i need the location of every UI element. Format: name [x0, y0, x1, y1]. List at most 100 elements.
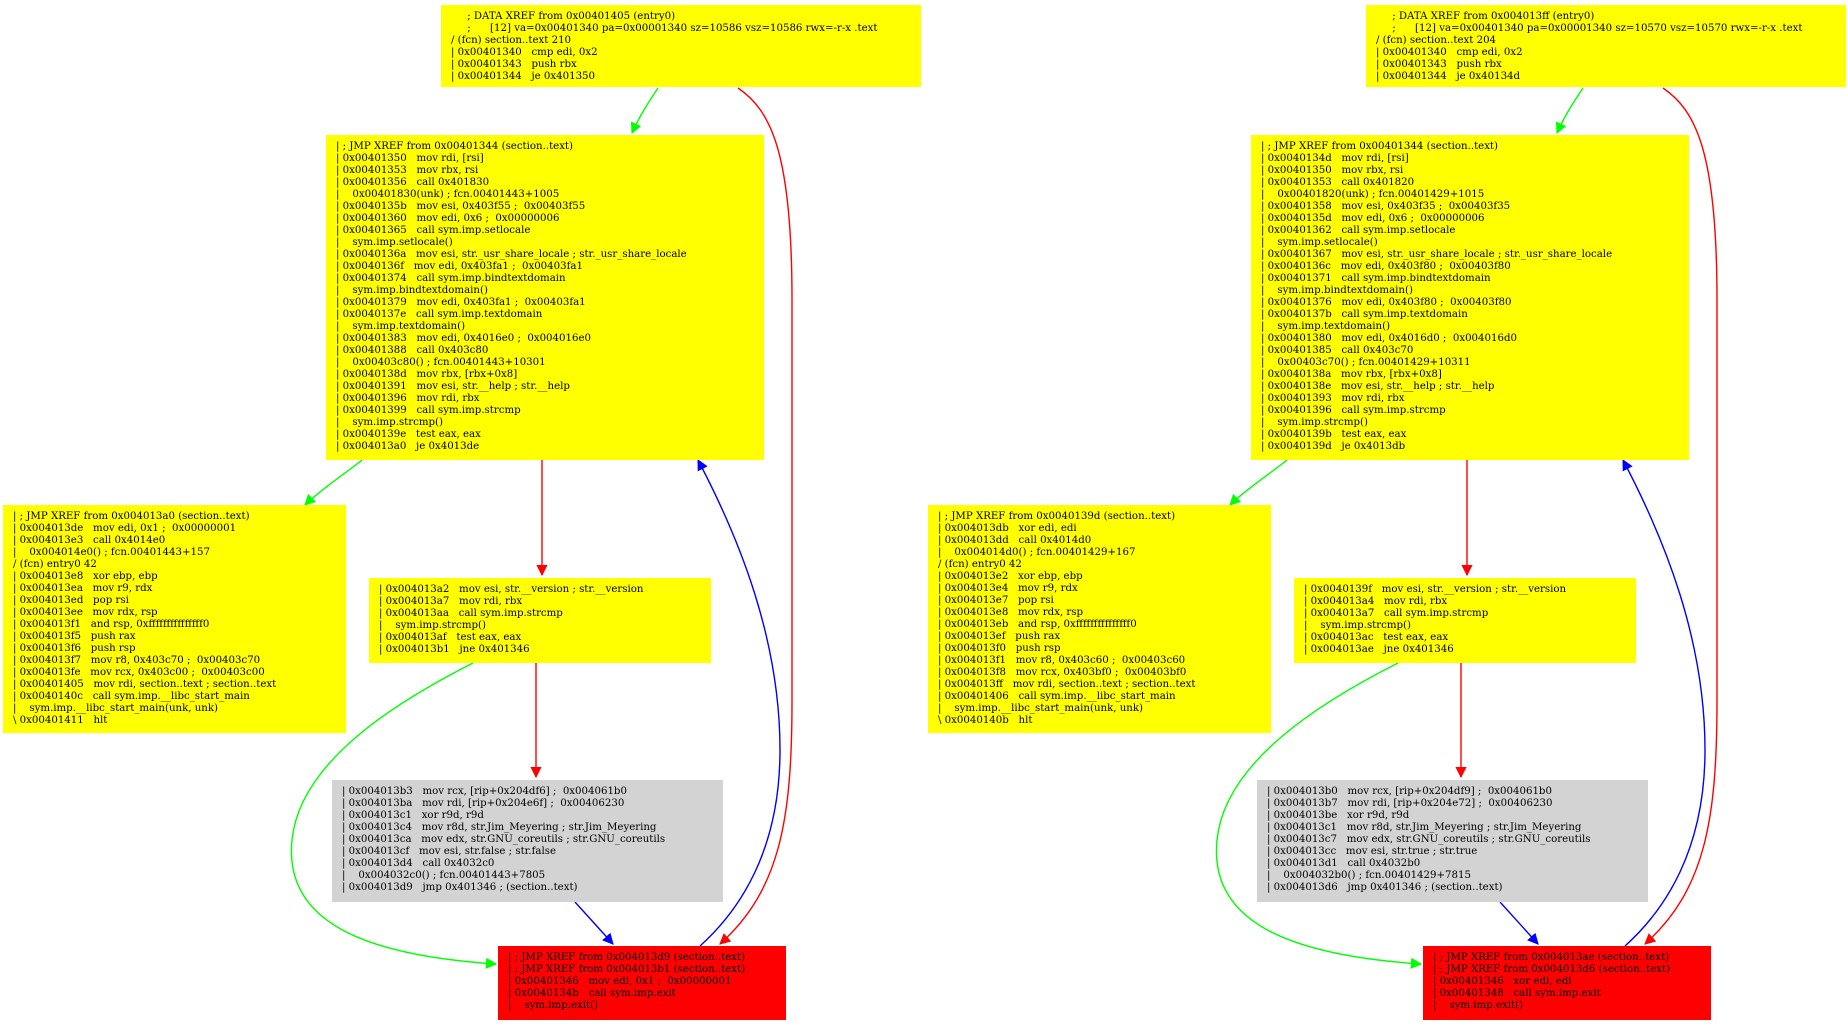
asm-line: | 0x0040135d mov edi, 0x6 ; 0x00000006: [1261, 213, 1485, 224]
asm-line: | sym.imp.strcmp(): [336, 417, 443, 428]
asm-line: | 0x004014e0() ; fcn.00401443+157: [13, 547, 210, 558]
block-exit-g2[interactable]: | ; JMP XREF from 0x004013ae (section..t…: [1423, 946, 1711, 1020]
block-ver_print-g2[interactable]: | 0x004013b0 mov rcx, [rip+0x204df9] ; 0…: [1257, 780, 1648, 902]
asm-line: / (fcn) entry0 42: [938, 559, 1022, 570]
edge-version-to-exit-g1: [290, 662, 498, 969]
edge-version-to-exit-g2: [1215, 662, 1423, 969]
asm-line: | 0x0040136c mov edi, 0x403f80 ; 0x00403…: [1261, 261, 1511, 272]
asm-line: | 0x0040136f mov edi, 0x403fa1 ; 0x00403…: [336, 261, 583, 272]
asm-line: | 0x004013b7 mov rdi, [rip+0x204e72] ; 0…: [1267, 798, 1553, 809]
asm-line: | 0x0040139b test eax, eax: [1261, 429, 1407, 440]
asm-line: | 0x00401346 mov edi, 0x1 ; 0x00000001: [508, 976, 732, 987]
asm-line: | 0x004013f5 push rax: [13, 631, 136, 642]
asm-line: | sym.imp.textdomain(): [336, 321, 466, 332]
asm-line: | 0x00401830(unk) ; fcn.00401443+1005: [336, 189, 560, 200]
asm-line: | 0x004013b0 mov rcx, [rip+0x204df9] ; 0…: [1267, 786, 1552, 797]
edge-entry-to-main-g1: [630, 87, 659, 135]
asm-line: | 0x00401340 cmp edi, 0x2: [451, 47, 598, 58]
asm-line: | 0x004013de mov edi, 0x1 ; 0x00000001: [13, 523, 237, 534]
asm-line: | sym.imp.bindtextdomain(): [1261, 285, 1413, 296]
edge-ver_print-to-exit-g1: [574, 901, 614, 945]
asm-line: | 0x004013a0 je 0x4013de: [336, 441, 480, 452]
asm-line: | 0x004013fe mov rcx, 0x403c00 ; 0x00403…: [13, 667, 265, 678]
block-version-g2[interactable]: | 0x0040139f mov esi, str.__version ; st…: [1294, 578, 1636, 663]
edge-main-to-help-g1: [304, 459, 363, 506]
asm-line: | sym.imp.exit(): [508, 1000, 599, 1011]
block-help-g1[interactable]: | ; JMP XREF from 0x004013a0 (section..t…: [3, 505, 346, 733]
asm-line: | 0x00401374 call sym.imp.bindtextdomain: [336, 273, 566, 284]
asm-line: | sym.imp.exit(): [1433, 1000, 1524, 1011]
asm-line: | 0x004013a2 mov esi, str.__version ; st…: [379, 584, 644, 595]
asm-line: | 0x004013e7 pop rsi: [938, 595, 1054, 606]
asm-line: | 0x00401385 call 0x403c70: [1261, 345, 1414, 356]
asm-line: | 0x004013e3 call 0x4014e0: [13, 535, 166, 546]
asm-line: | ; JMP XREF from 0x004013a0 (section..t…: [13, 511, 250, 522]
asm-line: | 0x00401388 call 0x403c80: [336, 345, 489, 356]
asm-line: | 0x004013ba mov rdi, [rip+0x204e6f] ; 0…: [342, 798, 625, 809]
asm-line: | 0x0040138a mov rbx, [rbx+0x8]: [1261, 369, 1442, 380]
asm-line: | 0x004013cc mov esi, str.true ; str.tru…: [1267, 846, 1478, 857]
asm-line: / (fcn) section..text 210: [451, 35, 572, 46]
asm-line: | 0x004013b1 jne 0x401346: [379, 644, 530, 655]
edge-ver_print-to-exit-g2: [1499, 901, 1539, 945]
asm-line: ; [12] va=0x00401340 pa=0x00001340 sz=10…: [1376, 23, 1803, 34]
asm-line: | 0x004032b0() ; fcn.00401429+7815: [1267, 870, 1471, 881]
asm-line: | 0x0040137e call sym.imp.textdomain: [336, 309, 543, 320]
block-exit-g1[interactable]: | ; JMP XREF from 0x004013d9 (section..t…: [498, 946, 786, 1020]
asm-line: | 0x00401358 mov esi, 0x403f35 ; 0x00403…: [1261, 201, 1511, 212]
asm-line: | 0x004032c0() ; fcn.00401443+7805: [342, 870, 546, 881]
asm-line: ; [12] va=0x00401340 pa=0x00001340 sz=10…: [451, 23, 878, 34]
asm-line: | 0x00401348 call sym.imp.exit: [1433, 988, 1601, 999]
asm-line: | 0x00401393 mov rdi, rbx: [1261, 393, 1405, 404]
asm-line: | 0x00401340 cmp edi, 0x2: [1376, 47, 1523, 58]
asm-line: | 0x004013c4 mov r8d, str.Jim_Meyering ;…: [342, 822, 657, 833]
edge-entry-to-exit-g1: [719, 87, 793, 945]
asm-line: | 0x00401365 call sym.imp.setlocale: [336, 225, 531, 236]
asm-line: | 0x004013d4 call 0x4032c0: [342, 858, 495, 869]
asm-line: | ; JMP XREF from 0x00401344 (section..t…: [1261, 141, 1499, 152]
block-entry-g1[interactable]: ; DATA XREF from 0x00401405 (entry0) ; […: [441, 5, 921, 87]
asm-line: | sym.imp.strcmp(): [1304, 620, 1411, 631]
asm-line: | sym.imp.__libc_start_main(unk, unk): [938, 703, 1143, 714]
asm-line: | 0x0040139e test eax, eax: [336, 429, 481, 440]
asm-line: | 0x004013ae jne 0x401346: [1304, 644, 1454, 655]
block-ver_print-g1[interactable]: | 0x004013b3 mov rcx, [rip+0x204df6] ; 0…: [332, 780, 723, 902]
edge-exit-to-main-g1: [697, 459, 781, 947]
asm-line: | 0x00401350 mov rbx, rsi: [1261, 165, 1404, 176]
asm-line: | sym.imp.setlocale(): [1261, 237, 1378, 248]
asm-line: | 0x0040140c call sym.imp.__libc_start_m…: [13, 691, 250, 702]
asm-line: | 0x004013f0 push rsp: [938, 643, 1061, 654]
block-help-g2[interactable]: | ; JMP XREF from 0x0040139d (section..t…: [928, 505, 1271, 733]
asm-line: | sym.imp.strcmp(): [1261, 417, 1368, 428]
edge-main-to-help-g2: [1229, 459, 1288, 506]
asm-line: | 0x004013cf mov esi, str.false ; str.fa…: [342, 846, 557, 857]
asm-line: | sym.imp.__libc_start_main(unk, unk): [13, 703, 218, 714]
asm-line: | 0x004013db xor edi, edi: [938, 523, 1077, 534]
asm-line: | ; JMP XREF from 0x004013b1 (section..t…: [508, 964, 746, 975]
asm-line: | sym.imp.strcmp(): [379, 620, 486, 631]
asm-line: | 0x004013ee mov rdx, rsp: [13, 607, 158, 618]
edge-entry-to-exit-g2: [1644, 87, 1718, 945]
asm-line: | 0x00401344 je 0x401350: [451, 71, 596, 82]
asm-line: | 0x004013eb and rsp, 0xfffffffffffffff0: [938, 619, 1137, 630]
asm-line: | 0x00401379 mov edi, 0x403fa1 ; 0x00403…: [336, 297, 586, 308]
asm-line: | 0x0040137b call sym.imp.textdomain: [1261, 309, 1468, 320]
asm-line: | 0x00403c70() ; fcn.00401429+10311: [1261, 357, 1471, 368]
asm-line: | 0x004013dd call 0x4014d0: [938, 535, 1092, 546]
asm-line: | 0x004013c1 xor r9d, r9d: [342, 810, 484, 821]
asm-line: | 0x0040134d mov rdi, [rsi]: [1261, 153, 1409, 164]
asm-line: | 0x00401371 call sym.imp.bindtextdomain: [1261, 273, 1491, 284]
block-entry-g2[interactable]: ; DATA XREF from 0x004013ff (entry0) ; […: [1366, 5, 1846, 87]
asm-line: | 0x004013e8 xor ebp, ebp: [13, 571, 158, 582]
asm-line: | 0x0040138e mov esi, str.__help ; str._…: [1261, 381, 1495, 392]
asm-line: | 0x004013e8 mov rdx, rsp: [938, 607, 1084, 618]
asm-line: | 0x0040134b call sym.imp.exit: [508, 988, 676, 999]
asm-line: | 0x0040136a mov esi, str._usr_share_loc…: [336, 249, 687, 260]
asm-line: | 0x004013ea mov r9, rdx: [13, 583, 153, 594]
block-main-g2[interactable]: | ; JMP XREF from 0x00401344 (section..t…: [1251, 135, 1689, 460]
block-version-g1[interactable]: | 0x004013a2 mov esi, str.__version ; st…: [369, 578, 711, 663]
asm-line: ; DATA XREF from 0x004013ff (entry0): [1376, 11, 1595, 22]
block-main-g1[interactable]: | ; JMP XREF from 0x00401344 (section..t…: [326, 135, 764, 460]
